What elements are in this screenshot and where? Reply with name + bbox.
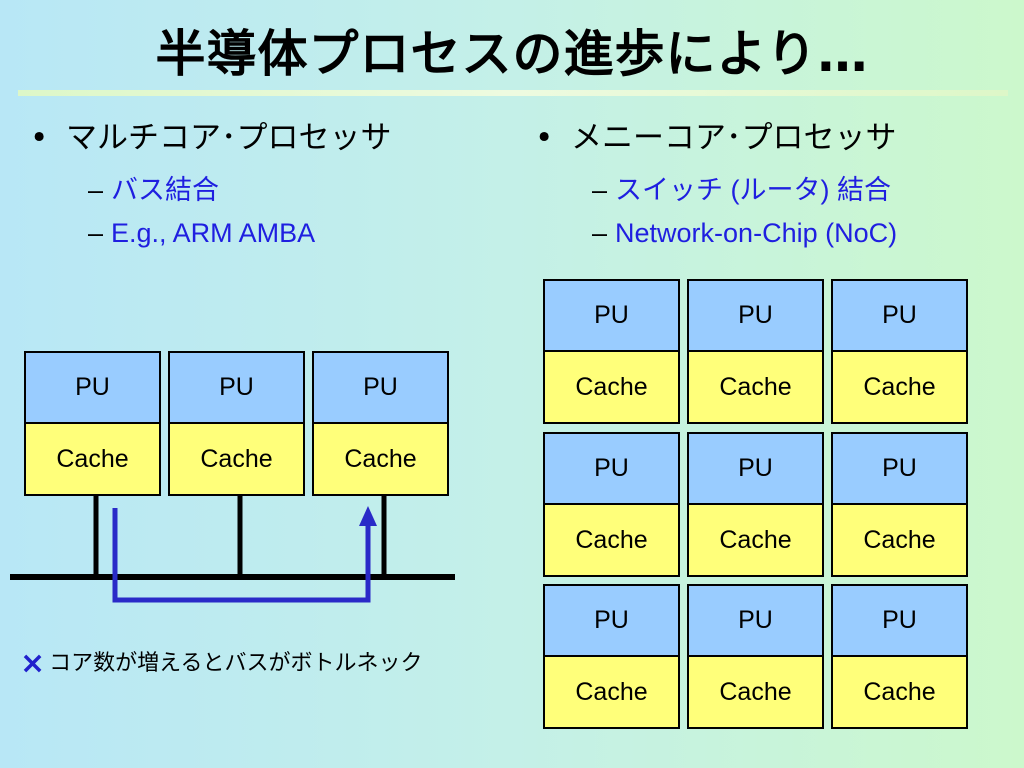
pu-block: PU xyxy=(833,586,966,657)
pu-block: PU xyxy=(545,434,678,505)
pu-block: PU xyxy=(689,434,822,505)
dash: – xyxy=(592,175,608,205)
pu-block: PU xyxy=(833,434,966,505)
amba-example-text: E.g., ARM AMBA xyxy=(111,218,316,248)
manycore-heading: • メニーコア･プロセッサ xyxy=(535,112,897,157)
pu-block: PU xyxy=(833,281,966,352)
bullet-dot: • xyxy=(535,120,554,156)
pu-block: PU xyxy=(545,586,678,657)
cache-block: Cache xyxy=(689,352,822,422)
cache-block: Cache xyxy=(26,424,159,494)
manycore-core-r1c3: PU Cache xyxy=(831,279,968,424)
pu-block: PU xyxy=(689,281,822,352)
bottleneck-note-text: コア数が増えるとバスがボトルネック xyxy=(49,651,423,676)
manycore-sub-1: –スイッチ (ルータ) 結合 xyxy=(592,168,891,207)
multicore-heading: • マルチコア･プロセッサ xyxy=(30,112,392,157)
dash: – xyxy=(88,218,104,248)
dash: – xyxy=(88,175,104,205)
pu-block: PU xyxy=(314,353,447,424)
manycore-heading-text: メニーコア･プロセッサ xyxy=(571,120,897,156)
manycore-core-r2c3: PU Cache xyxy=(831,432,968,577)
bottleneck-note: ×コア数が増えるとバスがボトルネック xyxy=(20,645,422,681)
multicore-core-3: PU Cache xyxy=(312,351,449,496)
cache-block: Cache xyxy=(689,657,822,727)
manycore-core-r3c1: PU Cache xyxy=(543,584,680,729)
cross-mark-icon: × xyxy=(20,646,46,681)
switch-coupling-text: スイッチ (ルータ) 結合 xyxy=(615,175,892,205)
multicore-core-2: PU Cache xyxy=(168,351,305,496)
dash: – xyxy=(592,218,608,248)
cache-block: Cache xyxy=(545,657,678,727)
pu-block: PU xyxy=(689,586,822,657)
bullet-dot: • xyxy=(30,120,49,156)
pu-block: PU xyxy=(545,281,678,352)
slide-title: 半導体プロセスの進歩により… xyxy=(155,25,869,83)
cache-block: Cache xyxy=(314,424,447,494)
multicore-core-1: PU Cache xyxy=(24,351,161,496)
noc-text: Network-on-Chip (NoC) xyxy=(615,218,898,248)
cache-block: Cache xyxy=(833,352,966,422)
bus-transfer-arrowhead xyxy=(359,506,377,526)
multicore-sub-2: –E.g., ARM AMBA xyxy=(88,218,315,249)
manycore-core-r2c1: PU Cache xyxy=(543,432,680,577)
pu-block: PU xyxy=(170,353,303,424)
cache-block: Cache xyxy=(833,657,966,727)
title-divider xyxy=(18,90,1008,96)
bus-coupling-text: バス結合 xyxy=(111,175,220,205)
bus-transfer-arrow xyxy=(112,508,371,603)
manycore-core-r3c3: PU Cache xyxy=(831,584,968,729)
manycore-sub-2: –Network-on-Chip (NoC) xyxy=(592,218,897,249)
cache-block: Cache xyxy=(170,424,303,494)
multicore-sub-1: –バス結合 xyxy=(88,168,219,207)
manycore-core-r3c2: PU Cache xyxy=(687,584,824,729)
manycore-core-r2c2: PU Cache xyxy=(687,432,824,577)
cache-block: Cache xyxy=(689,505,822,575)
cache-block: Cache xyxy=(833,505,966,575)
multicore-heading-text: マルチコア･プロセッサ xyxy=(66,120,392,156)
cache-block: Cache xyxy=(545,505,678,575)
cache-block: Cache xyxy=(545,352,678,422)
pu-block: PU xyxy=(26,353,159,424)
manycore-core-r1c1: PU Cache xyxy=(543,279,680,424)
manycore-core-r1c2: PU Cache xyxy=(687,279,824,424)
